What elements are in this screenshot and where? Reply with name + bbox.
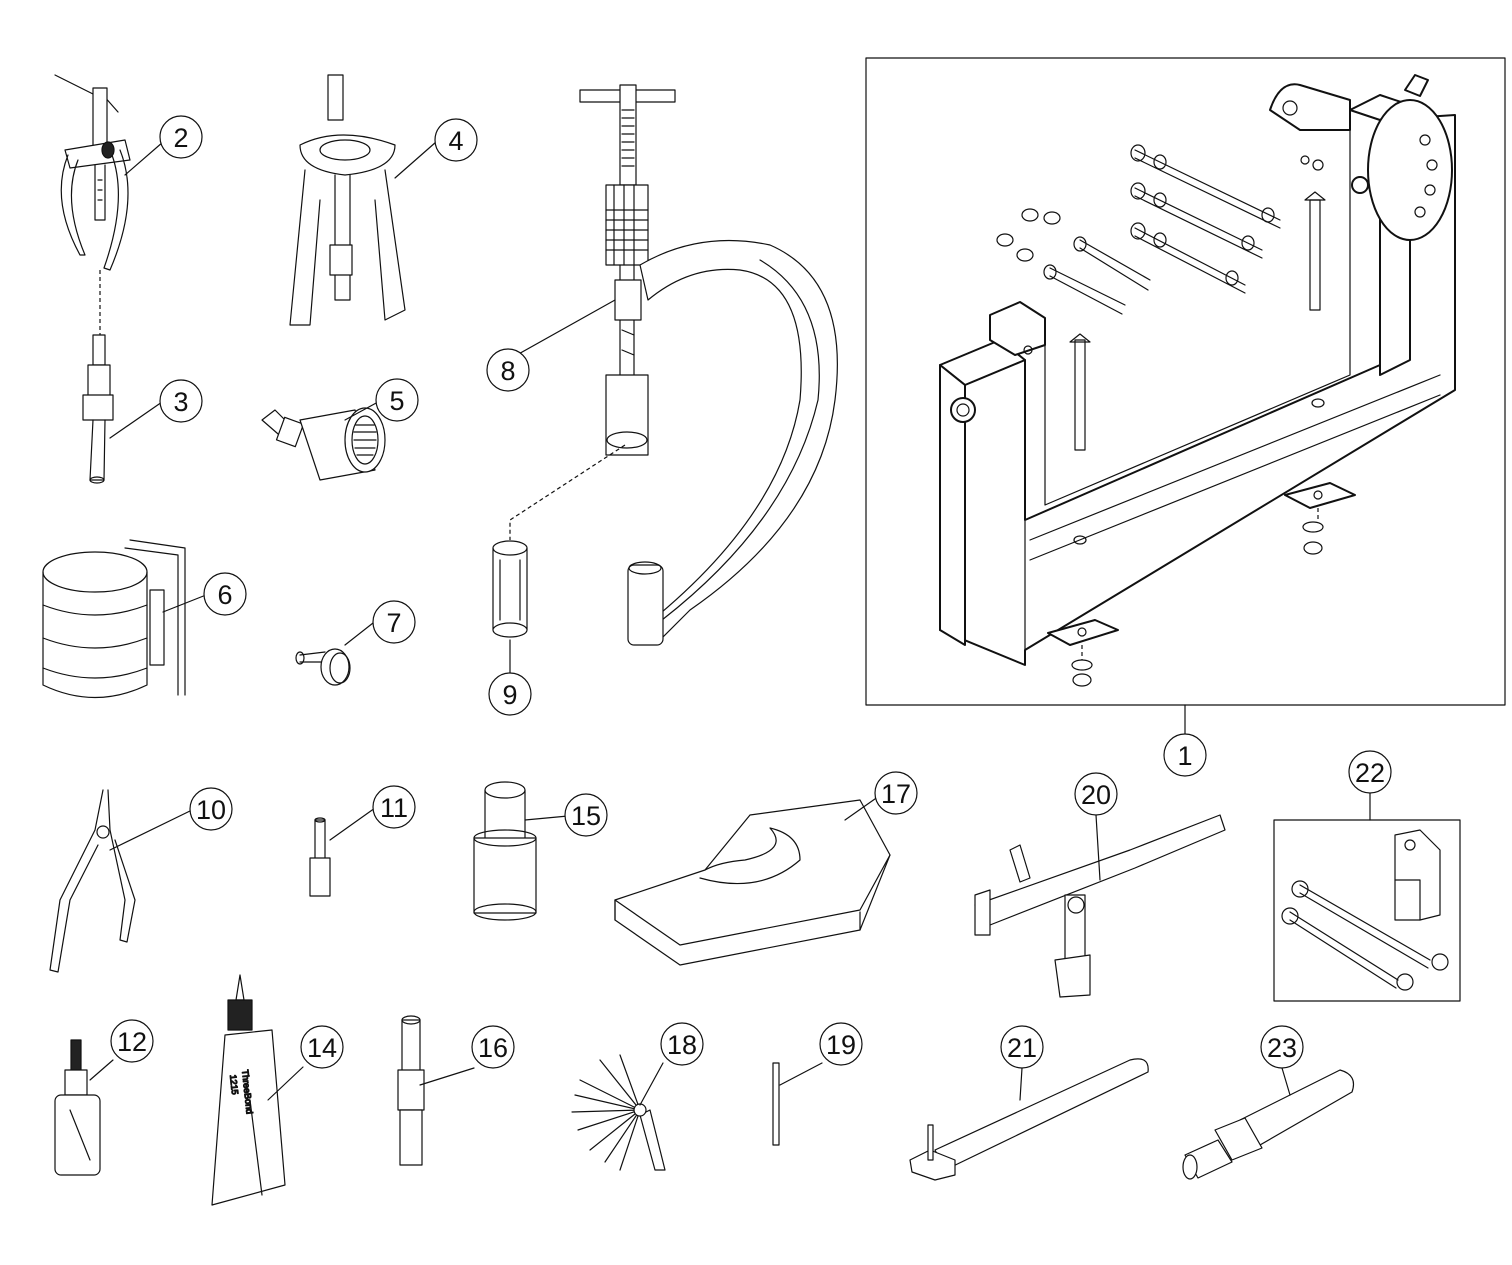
socket-part [473, 781, 537, 921]
callout-20: 20 [1074, 772, 1118, 816]
callout-1: 1 [1163, 733, 1207, 777]
tube-code-label: 1215 [228, 1074, 240, 1095]
callout-11: 11 [372, 785, 416, 829]
callout-4: 4 [434, 118, 478, 162]
callout-1-label: 1 [1177, 741, 1192, 771]
ring-compressor-part [42, 539, 186, 698]
leader-lines [89, 141, 1371, 1106]
callout-9-label: 9 [502, 680, 517, 710]
callout-23: 23 [1260, 1025, 1304, 1069]
feeler-gauge-part [571, 1054, 666, 1171]
callout-17-label: 17 [881, 779, 911, 809]
callout-16: 16 [471, 1025, 515, 1069]
callout-7-label: 7 [386, 608, 401, 638]
callout-7: 7 [372, 600, 416, 644]
callout-22: 22 [1348, 750, 1392, 794]
threadlock-bottle-part [54, 1039, 101, 1176]
callout-14: 14 [300, 1025, 344, 1069]
callout-16-label: 16 [478, 1033, 508, 1063]
tool-bit-part [397, 1015, 425, 1166]
holding-plate-part [614, 799, 891, 966]
callout-15-label: 15 [571, 801, 601, 831]
callout-11-label: 11 [380, 793, 408, 823]
callout-5: 5 [375, 378, 419, 422]
puller-adapter-part [82, 334, 114, 484]
callout-20-label: 20 [1081, 780, 1111, 810]
callout-14-label: 14 [307, 1033, 337, 1063]
gear-puller-part [54, 74, 131, 271]
bracket-kit-box [1273, 819, 1461, 1002]
callout-10: 10 [189, 787, 233, 831]
callout-2-label: 2 [173, 123, 188, 153]
callout-19-label: 19 [826, 1030, 856, 1060]
bracket-kit-part [1281, 829, 1449, 991]
valve-guide-part [492, 540, 528, 638]
callout-12-label: 12 [117, 1027, 147, 1057]
pin-part [772, 1062, 780, 1146]
callout-5-label: 5 [389, 386, 404, 416]
sealant-tube-part: ThreeBond 1215 [211, 974, 286, 1206]
callout-12: 12 [110, 1019, 154, 1063]
callout-17: 17 [874, 771, 918, 815]
callout-21: 21 [1000, 1025, 1044, 1069]
callout-3-label: 3 [173, 387, 188, 417]
drift-pin-part [309, 817, 331, 897]
callout-8-label: 8 [500, 356, 515, 386]
callout-15: 15 [564, 793, 608, 837]
callout-19: 19 [819, 1022, 863, 1066]
callout-6-label: 6 [217, 580, 232, 610]
callout-10-label: 10 [196, 795, 226, 825]
callout-18: 18 [660, 1022, 704, 1066]
holder-wrench-part [974, 814, 1226, 998]
nut-socket-part [261, 407, 386, 481]
callout-9: 9 [488, 672, 532, 716]
callout-6: 6 [203, 572, 247, 616]
jaw-puller-part [289, 74, 406, 326]
pin-tool-part [295, 648, 351, 686]
driver-tool-part [1182, 1069, 1355, 1180]
circlip-pliers-part [49, 789, 136, 973]
callout-23-label: 23 [1267, 1033, 1297, 1063]
callout-3: 3 [159, 379, 203, 423]
callout-21-label: 21 [1007, 1033, 1037, 1063]
callout-4-label: 4 [448, 126, 463, 156]
callout-8: 8 [486, 348, 530, 392]
valve-spring-compressor-part [579, 84, 838, 646]
callout-18-label: 18 [667, 1030, 697, 1060]
callout-2: 2 [159, 115, 203, 159]
callout-22-label: 22 [1355, 758, 1385, 788]
pin-spanner-part [909, 1058, 1149, 1181]
engine-stand-part [939, 74, 1456, 687]
